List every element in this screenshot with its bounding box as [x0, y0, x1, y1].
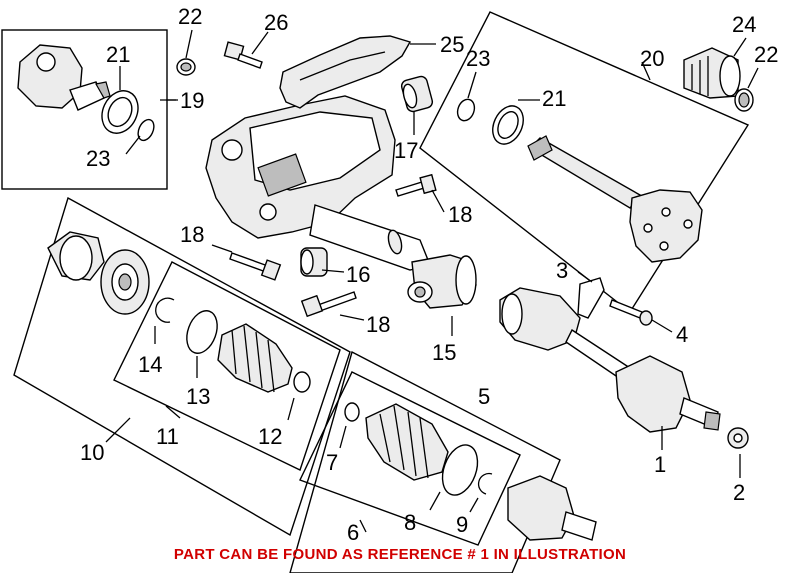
seal-ring-21-right — [492, 105, 524, 145]
callout-22a: 22 — [178, 4, 202, 29]
bolt-18-left — [229, 252, 282, 281]
cv-axle-assembly-1 — [499, 287, 721, 433]
bushing-16 — [300, 247, 328, 277]
callout-19: 19 — [180, 88, 204, 113]
callout-7: 7 — [326, 450, 338, 475]
intermediate-shaft-20 — [527, 135, 703, 263]
outer-flange-10 — [100, 249, 150, 315]
bolt-18-lower — [300, 291, 357, 318]
bracket-3 — [577, 277, 605, 319]
callout-10: 10 — [80, 440, 104, 465]
callout-25: 25 — [440, 32, 464, 57]
outer-cv-joint-5 — [507, 475, 597, 541]
callout-21b: 21 — [542, 86, 566, 111]
axle-tube-flange-15 — [407, 254, 477, 309]
callout-1: 1 — [654, 452, 666, 477]
callout-18a: 18 — [180, 222, 204, 247]
callout-numbers: 1 2 3 4 5 6 7 8 9 10 11 12 13 14 15 16 1… — [80, 4, 778, 545]
circlip-23-right — [456, 98, 476, 122]
callout-5: 5 — [478, 384, 490, 409]
circlip-14 — [155, 297, 175, 323]
boot-cover-10 — [47, 231, 105, 281]
seal-22-top — [176, 58, 196, 76]
callout-2: 2 — [733, 480, 745, 505]
small-clamp-12 — [293, 371, 311, 393]
callout-13: 13 — [186, 384, 210, 409]
callout-12: 12 — [258, 424, 282, 449]
clamp-13 — [186, 310, 218, 354]
leader-lines — [105, 29, 759, 533]
bushing-17 — [400, 75, 434, 113]
callout-22b: 22 — [754, 42, 778, 67]
group-frame-10 — [13, 196, 351, 537]
group-frame-6 — [299, 371, 521, 546]
callout-24: 24 — [732, 12, 756, 37]
seal-22-right — [734, 88, 754, 112]
callout-6: 6 — [347, 520, 359, 545]
callout-26: 26 — [264, 10, 288, 35]
group-frame-19 — [1, 29, 168, 190]
inner-joint-19 — [17, 44, 111, 111]
differential-housing — [205, 95, 431, 271]
seal-ring-21-left — [101, 90, 139, 134]
bolt-18-upper — [395, 173, 437, 197]
bearing-24 — [683, 47, 741, 99]
axle-nut-2 — [727, 427, 749, 449]
bolt-4 — [609, 299, 653, 326]
circlip-23-left — [137, 118, 155, 142]
callout-11: 11 — [156, 424, 179, 449]
heat-shield-25 — [279, 35, 412, 109]
cv-boot-6 — [365, 403, 449, 481]
callout-15: 15 — [432, 340, 456, 365]
callout-18b: 18 — [448, 202, 472, 227]
callout-23a: 23 — [86, 146, 110, 171]
group-frame-5 — [289, 350, 561, 573]
callout-21a: 21 — [106, 42, 130, 67]
callout-17: 17 — [394, 138, 418, 163]
cv-boot-11 — [217, 323, 293, 393]
callout-14: 14 — [138, 352, 162, 377]
clamp-8 — [441, 444, 479, 496]
callout-8: 8 — [404, 510, 416, 535]
callout-16: 16 — [346, 262, 370, 287]
callout-4: 4 — [676, 322, 688, 347]
group-frame-11 — [113, 261, 341, 471]
callout-9: 9 — [456, 512, 468, 537]
small-clamp-7 — [344, 402, 360, 422]
circlip-9 — [477, 472, 493, 495]
callout-18c: 18 — [366, 312, 390, 337]
bolt-26 — [223, 41, 263, 69]
callout-20: 20 — [640, 46, 664, 71]
callout-23b: 23 — [466, 46, 490, 71]
callout-3: 3 — [556, 258, 568, 283]
footer-note: PART CAN BE FOUND AS REFERENCE # 1 IN IL… — [173, 546, 627, 563]
